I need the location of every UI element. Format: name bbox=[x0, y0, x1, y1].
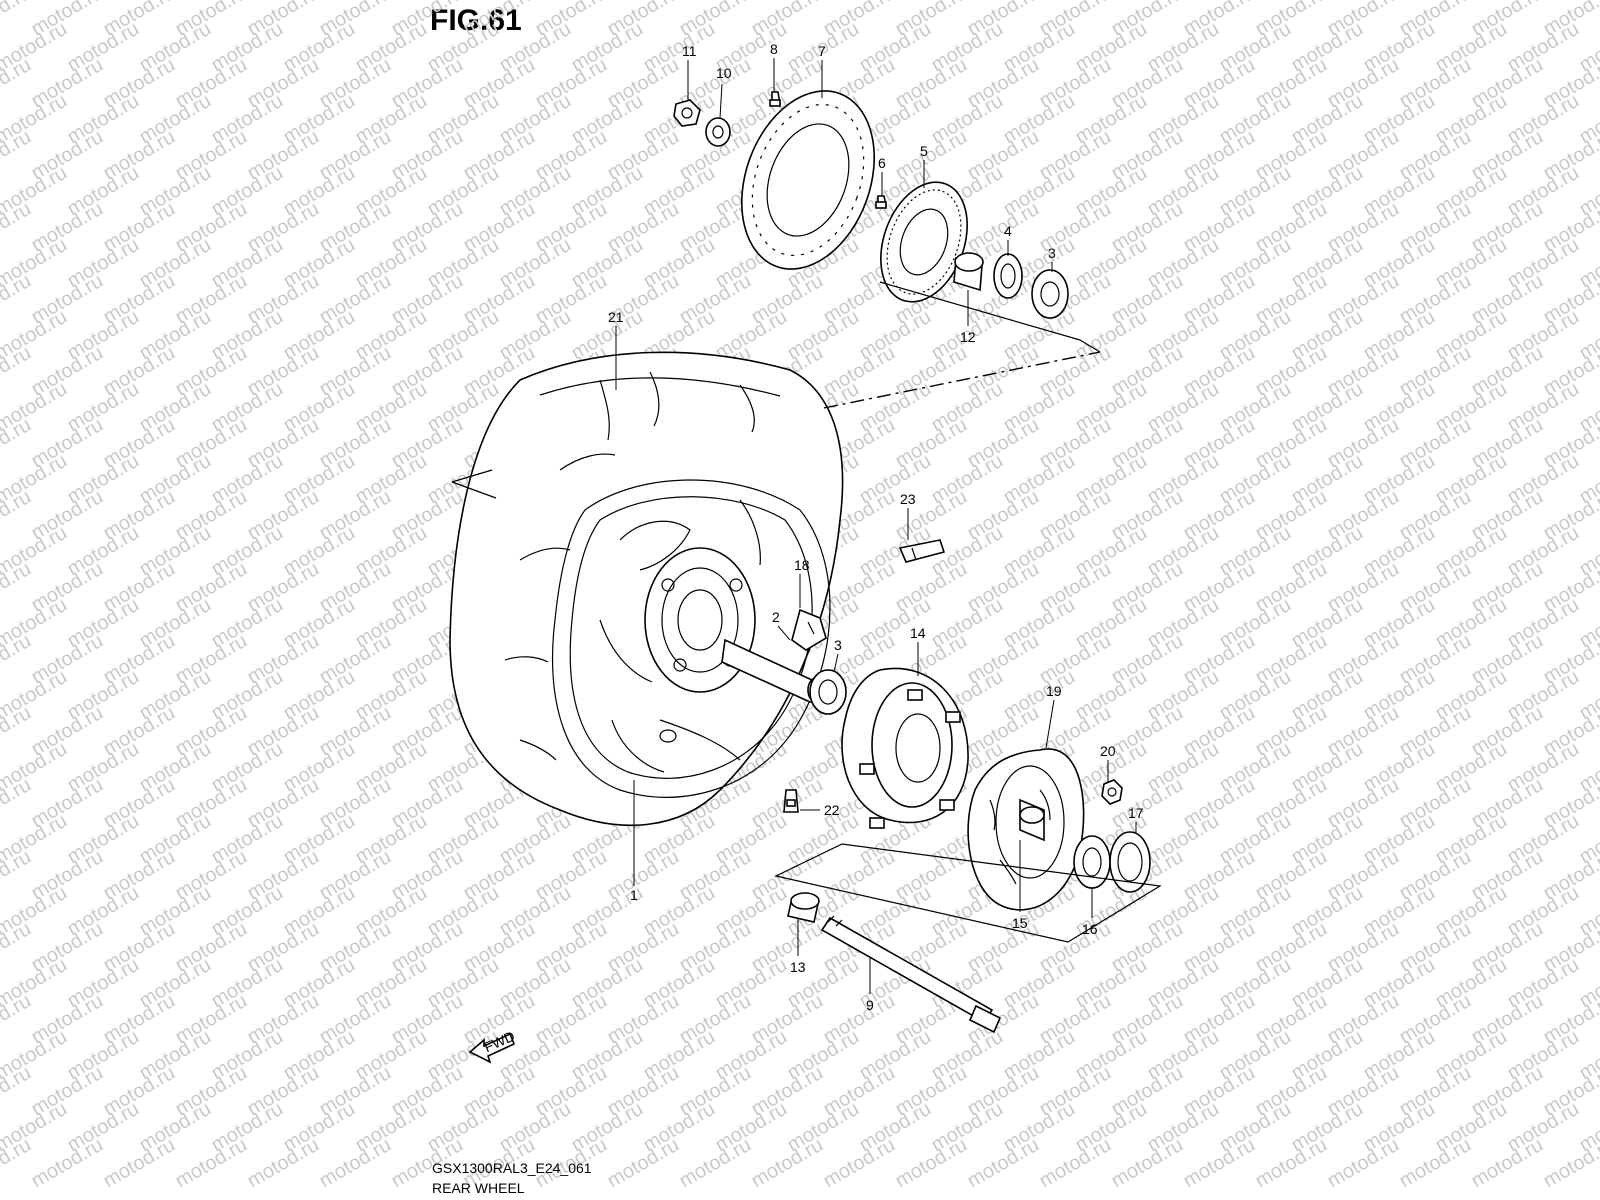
model-code: GSX1300RAL3_E24_061 bbox=[432, 1160, 592, 1176]
callout-16: 16 bbox=[1082, 921, 1098, 937]
watermark-text: motod.ru bbox=[1540, 1134, 1600, 1193]
callout-8: 8 bbox=[770, 41, 778, 57]
sprocket-mounting-drum bbox=[841, 667, 969, 829]
callout-2: 2 bbox=[772, 609, 780, 625]
callout-18: 18 bbox=[794, 557, 810, 573]
callout-3-lower: 3 bbox=[834, 637, 842, 653]
callout-12: 12 bbox=[960, 329, 976, 345]
watermark-text: motod.ru bbox=[1576, 0, 1600, 4]
callout-1: 1 bbox=[630, 887, 638, 903]
sprocket-bearing bbox=[1073, 835, 1111, 889]
disc-bolt bbox=[769, 91, 781, 107]
rear-axle bbox=[820, 915, 1002, 1034]
section-name: REAR WHEEL bbox=[432, 1180, 525, 1196]
callout-15: 15 bbox=[1012, 915, 1028, 931]
assembly-guide-lines bbox=[451, 281, 1162, 943]
oil-seal-right bbox=[1109, 831, 1151, 893]
callout-10: 10 bbox=[716, 65, 732, 81]
callout-9: 9 bbox=[866, 997, 874, 1013]
sprocket-spacer bbox=[1019, 798, 1045, 842]
callout-13: 13 bbox=[790, 959, 806, 975]
callout-21: 21 bbox=[608, 309, 624, 325]
callout-5: 5 bbox=[920, 143, 928, 159]
axle-spacer-left bbox=[787, 892, 820, 923]
callout-14: 14 bbox=[910, 625, 926, 641]
tire-valve bbox=[783, 789, 799, 813]
sprocket-nut bbox=[1101, 779, 1123, 805]
callout-22: 22 bbox=[824, 802, 840, 818]
wheel-damper bbox=[791, 608, 827, 651]
callout-11: 11 bbox=[682, 43, 697, 59]
balance-weight bbox=[898, 539, 946, 563]
oil-seal-left bbox=[993, 253, 1023, 299]
callout-19: 19 bbox=[1046, 683, 1062, 699]
callout-4: 4 bbox=[1004, 223, 1012, 239]
brake-disc bbox=[740, 90, 876, 270]
abs-ring-bolt bbox=[875, 195, 887, 209]
callout-labels: 11 10 8 7 6 5 4 3 12 21 23 18 2 3 14 19 … bbox=[608, 41, 1144, 1013]
disc-nut bbox=[673, 99, 701, 127]
callout-20: 20 bbox=[1100, 743, 1116, 759]
figure-title: FIG.61 bbox=[430, 4, 522, 37]
hub-bearing-right bbox=[1031, 269, 1069, 319]
disc-washer bbox=[705, 117, 731, 147]
callout-23: 23 bbox=[900, 491, 916, 507]
callout-6: 6 bbox=[878, 155, 886, 171]
callout-7: 7 bbox=[818, 43, 826, 59]
hub-bearing-left bbox=[809, 669, 847, 715]
callout-leaders bbox=[615, 58, 1137, 994]
callout-17: 17 bbox=[1128, 805, 1144, 821]
callout-3-upper: 3 bbox=[1048, 245, 1056, 261]
collar-spacer bbox=[953, 252, 984, 292]
